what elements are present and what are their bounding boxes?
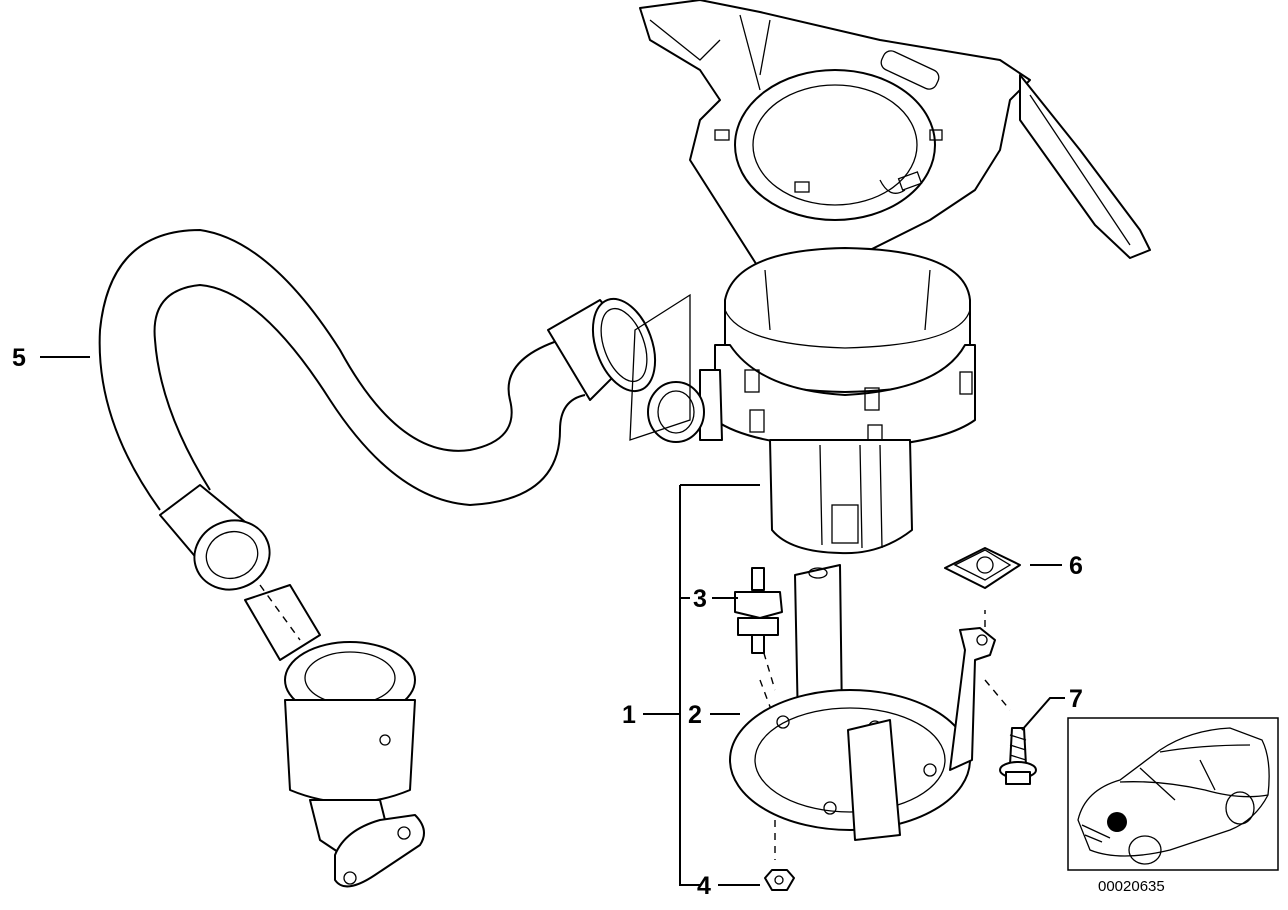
pump-mounting-bracket bbox=[639, 0, 1151, 276]
air-valve-pipe bbox=[244, 584, 425, 888]
callout-6: 6 bbox=[1069, 552, 1083, 580]
callout-2: 2 bbox=[688, 701, 702, 729]
screw bbox=[999, 727, 1037, 785]
rubber-mount bbox=[734, 567, 783, 654]
clip-nut bbox=[944, 547, 1021, 589]
air-hose bbox=[98, 228, 657, 591]
location-marker bbox=[1107, 812, 1127, 832]
secondary-air-pump bbox=[647, 247, 976, 555]
diagram-code: 00020635 bbox=[1098, 878, 1165, 895]
callout-1: 1 bbox=[622, 701, 636, 729]
callout-4: 4 bbox=[697, 872, 711, 900]
callout-7: 7 bbox=[1069, 685, 1083, 713]
pump-support-bracket bbox=[729, 564, 996, 841]
hex-nut bbox=[764, 869, 795, 891]
vehicle-locator-inset bbox=[1067, 717, 1279, 871]
callout-5: 5 bbox=[12, 344, 26, 372]
alignment-guides bbox=[629, 293, 1011, 860]
leader-lines bbox=[40, 356, 1065, 886]
callout-3: 3 bbox=[693, 585, 707, 613]
